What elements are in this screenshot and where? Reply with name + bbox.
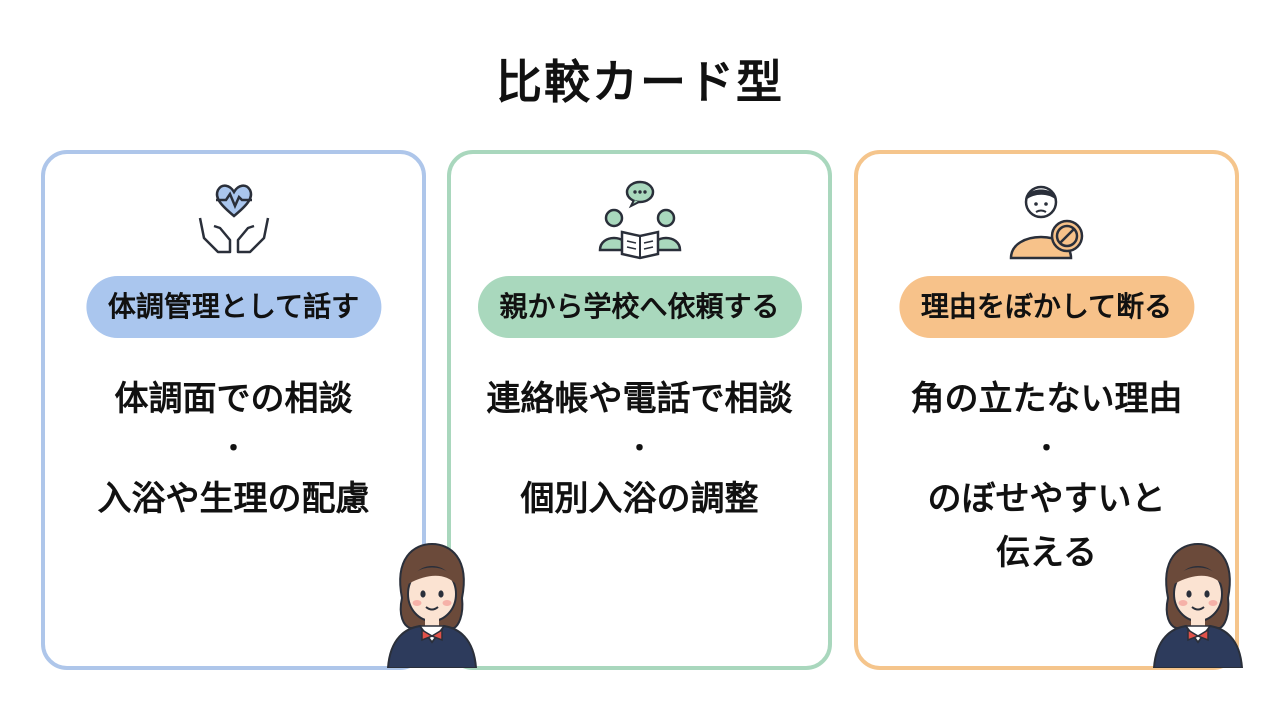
separator-dot: ・: [220, 434, 247, 464]
page-title: 比較カード型: [496, 55, 784, 109]
separator-dot: ・: [626, 434, 653, 464]
conversation-book-icon: [598, 180, 681, 260]
card-decline: 理由をぼかして断る 角の立たない理由 ・ のぼせやすいと 伝える: [854, 150, 1239, 670]
card-label: 親から学校へ依頼する: [477, 276, 802, 338]
description-line: 伝える: [996, 533, 1097, 573]
description-line: 連絡帳や電話で相談: [486, 379, 793, 419]
student-girl-illustration: [386, 542, 478, 668]
description-line: 角の立たない理由: [910, 379, 1183, 419]
card-label: 体調管理として話す: [85, 276, 382, 338]
description-line: 入浴や生理の配慮: [97, 479, 370, 519]
hands-heart-icon: [198, 184, 269, 254]
card-request: 親から学校へ依頼する 連絡帳や電話で相談 ・ 個別入浴の調整: [447, 150, 832, 670]
card-description: 角の立たない理由 ・ のぼせやすいと 伝える: [858, 372, 1235, 580]
description-line: のぼせやすいと: [927, 479, 1166, 519]
card-description: 体調面での相談 ・ 入浴や生理の配慮: [45, 372, 422, 526]
separator-dot: ・: [1033, 434, 1060, 464]
person-decline-icon: [1009, 185, 1083, 260]
card-label: 理由をぼかして断る: [898, 276, 1195, 338]
description-line: 体調面での相談: [114, 379, 353, 419]
card-description: 連絡帳や電話で相談 ・ 個別入浴の調整: [451, 372, 828, 526]
card-health: 体調管理として話す 体調面での相談 ・ 入浴や生理の配慮: [41, 150, 426, 670]
student-girl-illustration: [1152, 542, 1244, 668]
description-line: 個別入浴の調整: [520, 479, 759, 519]
